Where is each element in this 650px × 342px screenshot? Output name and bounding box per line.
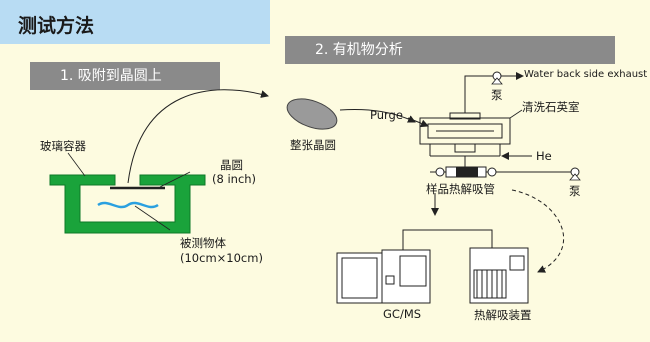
- page-title: 测试方法: [18, 15, 95, 37]
- sample-tube-label: 样品热解吸管: [426, 182, 495, 196]
- step-2-label: 2. 有机物分析: [315, 42, 403, 58]
- quartz-chamber-shape: [419, 112, 511, 157]
- title-bar: 测试方法: [0, 0, 270, 44]
- he-label: He: [536, 149, 552, 163]
- purge-label: Purge: [370, 108, 403, 122]
- exhaust-label: Water back side exhaust: [524, 69, 648, 80]
- thermal-desorption-instrument: [469, 247, 529, 304]
- pump-top-label: 泵: [491, 88, 503, 102]
- gcms-instrument: [336, 249, 431, 304]
- pump-right-label: 泵: [569, 184, 581, 198]
- whole-wafer-shape: [286, 98, 338, 130]
- sample-wave: [97, 201, 159, 209]
- step-1-pill: 1. 吸附到晶圆上: [30, 62, 220, 90]
- whole-wafer-label: 整张晶圆: [290, 138, 336, 152]
- tube-right-cap: [487, 167, 497, 177]
- sample-size-label: (10cm×10cm): [180, 251, 263, 265]
- step-1-label: 1. 吸附到晶圆上: [60, 68, 162, 84]
- glass-container-shape: [49, 174, 206, 234]
- glass-container-label: 玻璃容器: [40, 139, 86, 153]
- transfer-arrow: [127, 89, 269, 184]
- thermal-desorption-label: 热解吸装置: [474, 308, 532, 322]
- dashed-arrow: [511, 189, 565, 273]
- wafer-size-label: (8 inch): [212, 172, 257, 186]
- tube-left-cap: [435, 167, 445, 177]
- quartz-chamber-label: 清洗石英室: [522, 100, 580, 114]
- step-2-pill: 2. 有机物分析: [285, 36, 615, 64]
- sample-label: 被测物体: [180, 236, 226, 250]
- wafer-label: 晶圆: [220, 158, 243, 172]
- gcms-label: GC/MS: [383, 307, 422, 321]
